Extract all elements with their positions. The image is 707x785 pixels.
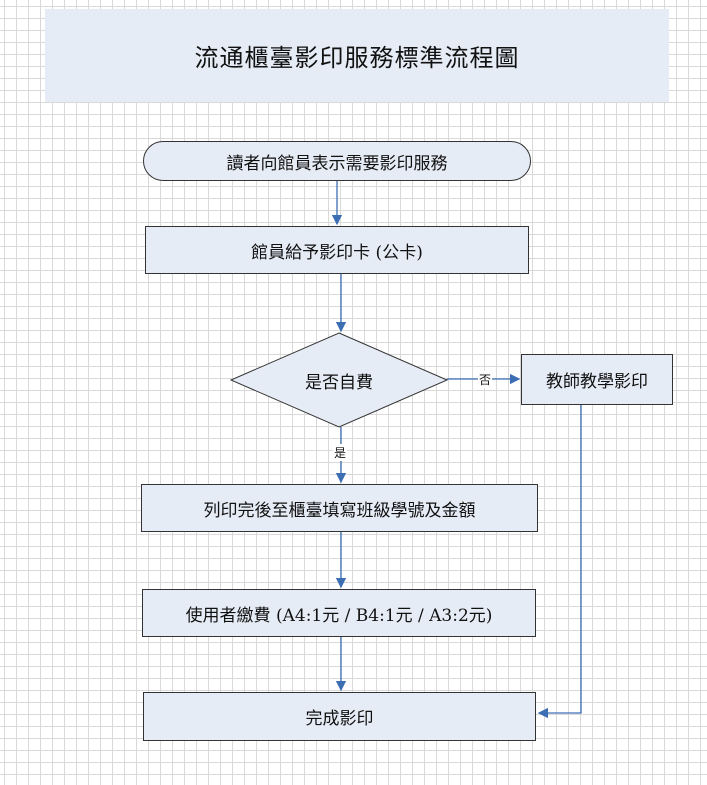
teacher-node: 教師教學影印 <box>521 354 673 405</box>
diagram-title: 流通櫃臺影印服務標準流程圖 <box>45 9 669 102</box>
done-node: 完成影印 <box>143 692 536 741</box>
start-node: 讀者向館員表示需要影印服務 <box>143 141 531 181</box>
edge-label-no: 否 <box>478 371 493 388</box>
pay-node: 使用者繳費 (A4:1元 / B4:1元 / A3:2元) <box>142 589 536 637</box>
edge-label-yes: 是 <box>333 444 348 461</box>
register-node: 列印完後至櫃臺填寫班級學號及金額 <box>141 484 538 532</box>
decision-diamond <box>229 332 449 428</box>
give-card-node: 館員給予影印卡 (公卡) <box>145 226 529 274</box>
decision-label: 是否自費 <box>305 372 373 393</box>
edge-teacher-to-done <box>537 405 582 719</box>
